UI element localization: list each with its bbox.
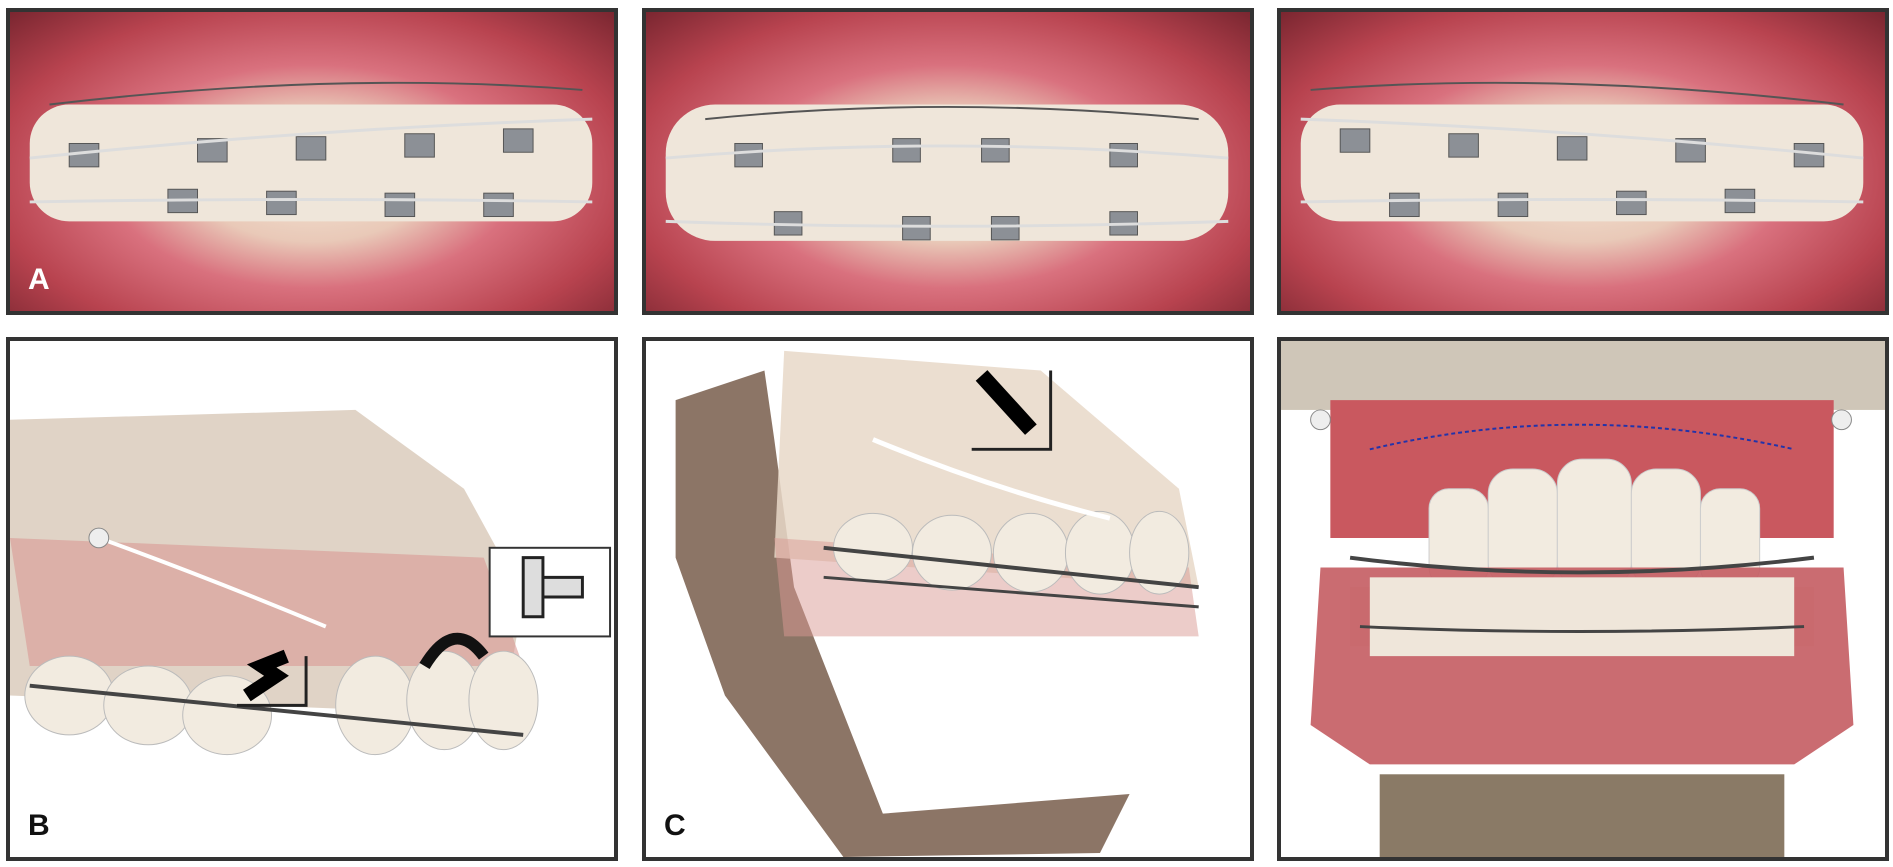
photo-panel-left <box>1277 8 1889 315</box>
oblique-3d-render <box>675 350 1199 857</box>
panel-label: A <box>28 263 50 296</box>
panel-label: C <box>664 809 686 842</box>
teeth-braces-illustration <box>1300 81 1864 222</box>
teeth-braces-illustration <box>29 81 593 222</box>
photo-panel-frontal <box>642 8 1254 315</box>
render-panel-frontal <box>1277 337 1889 861</box>
lateral-3d-render <box>10 409 612 756</box>
teeth-braces-illustration <box>665 104 1229 241</box>
photo-panel-a: A <box>6 8 618 315</box>
frontal-3d-render <box>1281 341 1885 857</box>
panel-label: B <box>28 809 50 842</box>
render-panel-b: B <box>6 337 618 861</box>
render-panel-c: C <box>642 337 1254 861</box>
